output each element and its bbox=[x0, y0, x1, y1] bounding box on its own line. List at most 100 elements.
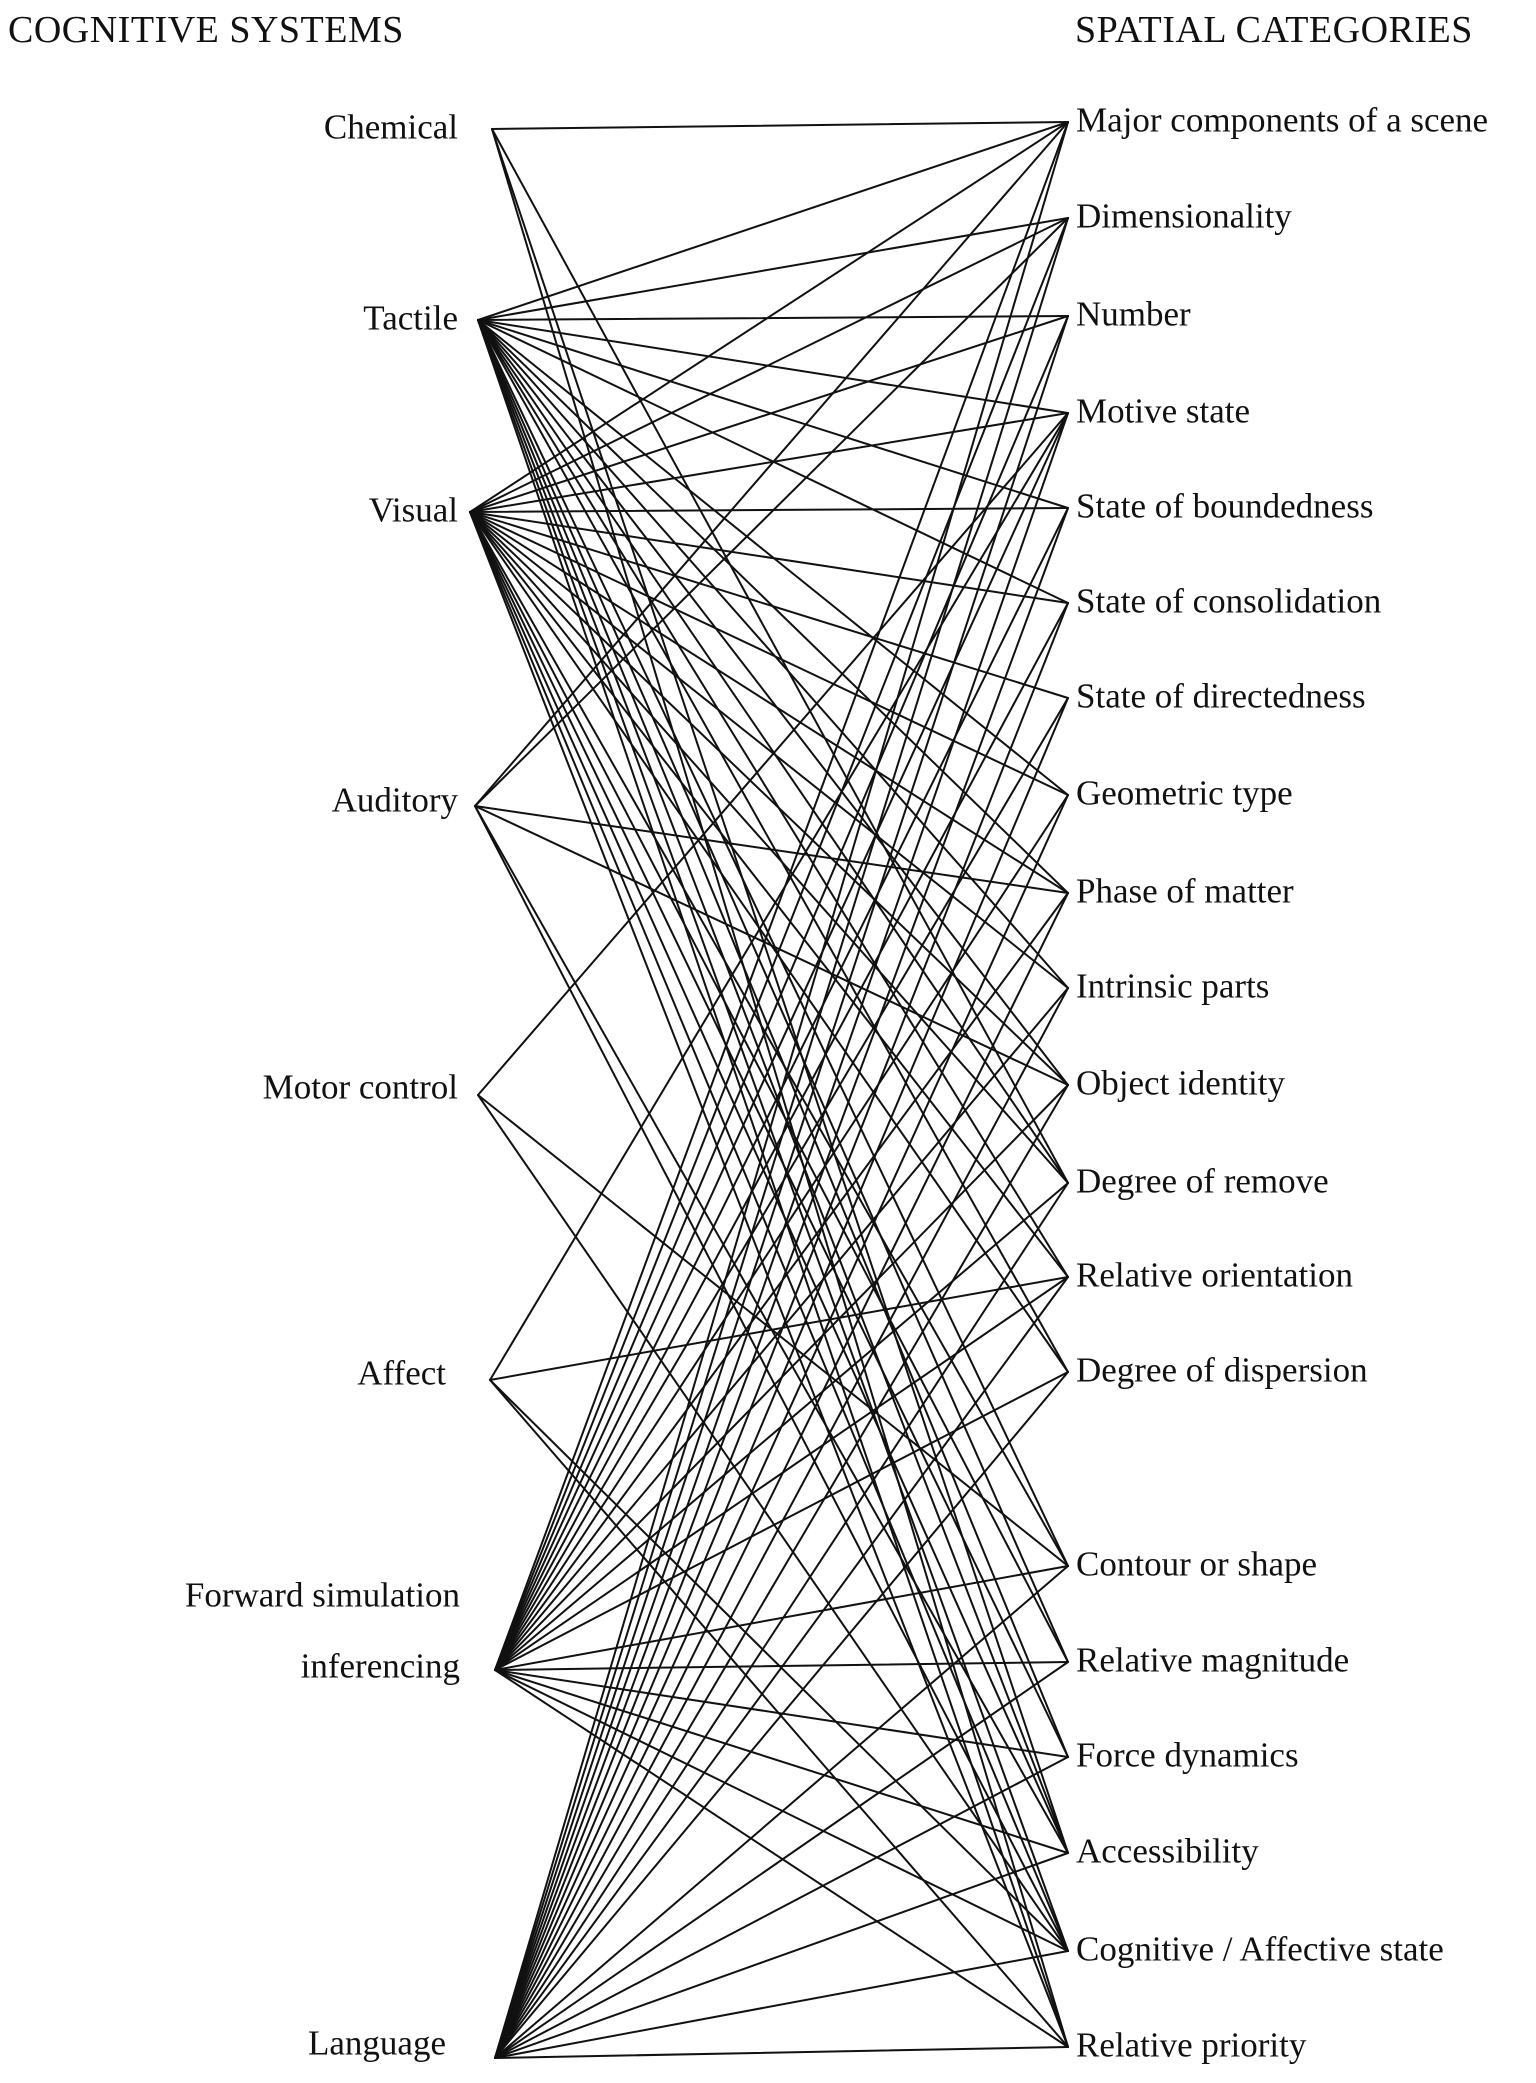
link-language-6 bbox=[494, 697, 1069, 2059]
link-visual-15 bbox=[469, 511, 1069, 1663]
link-tactile-9 bbox=[477, 319, 1069, 989]
link-language-1 bbox=[494, 217, 1069, 2059]
link-visual-1 bbox=[469, 217, 1069, 513]
link-visual-12 bbox=[469, 511, 1069, 1278]
link-visual-5 bbox=[469, 511, 1069, 604]
link-language-3 bbox=[494, 412, 1069, 2059]
spatial-category-1: Major components of a scene bbox=[1076, 100, 1489, 140]
spatial-category-17: Force dynamics bbox=[1076, 1735, 1299, 1775]
spatial-category-12: Degree of remove bbox=[1076, 1161, 1329, 1201]
link-visual-7 bbox=[469, 511, 1069, 796]
cognitive-system-visual: Visual bbox=[368, 490, 458, 530]
spatial-category-7: State of directedness bbox=[1076, 676, 1366, 716]
cognitive-system-motor: Motor control bbox=[262, 1067, 458, 1107]
cognitive-system-forward-line-1: Forward simulation bbox=[184, 1575, 460, 1615]
spatial-category-14: Degree of dispersion bbox=[1076, 1350, 1368, 1390]
cognitive-system-forward-line-2: inferencing bbox=[300, 1646, 460, 1686]
spatial-category-16: Relative magnitude bbox=[1076, 1640, 1350, 1680]
link-language-18 bbox=[494, 1950, 1069, 2059]
link-visual-11 bbox=[469, 511, 1069, 1184]
link-tactile-19 bbox=[477, 319, 1069, 2048]
link-motor-3 bbox=[477, 412, 1069, 1096]
link-auditory-18 bbox=[474, 805, 1069, 1952]
link-affect-12 bbox=[489, 1276, 1069, 1381]
link-auditory-10 bbox=[474, 805, 1069, 1086]
link-tactile-0 bbox=[477, 121, 1069, 321]
link-language-0 bbox=[494, 121, 1069, 2059]
spatial-category-2: Dimensionality bbox=[1076, 196, 1292, 236]
spatial-category-18: Accessibility bbox=[1076, 1831, 1259, 1871]
link-language-2 bbox=[494, 315, 1069, 2059]
link-visual-10 bbox=[469, 511, 1069, 1086]
spatial-category-6: State of consolidation bbox=[1076, 581, 1382, 621]
link-forward-14 bbox=[494, 1565, 1069, 1671]
spatial-category-19: Cognitive / Affective state bbox=[1076, 1929, 1444, 1969]
link-tactile-16 bbox=[477, 319, 1069, 1758]
link-visual-8 bbox=[469, 511, 1069, 894]
link-visual-2 bbox=[469, 315, 1069, 513]
link-visual-13 bbox=[469, 511, 1069, 1373]
link-language-14 bbox=[494, 1565, 1069, 2059]
cognitive-system-tactile: Tactile bbox=[363, 298, 458, 338]
link-language-13 bbox=[494, 1371, 1069, 2059]
link-language-5 bbox=[494, 602, 1069, 2059]
link-forward-19 bbox=[494, 1669, 1069, 2048]
cognitive-system-language: Language bbox=[308, 2023, 446, 2063]
link-language-10 bbox=[494, 1084, 1069, 2059]
link-language-11 bbox=[494, 1182, 1069, 2059]
link-language-15 bbox=[494, 1661, 1069, 2059]
link-tactile-12 bbox=[477, 319, 1069, 1278]
spatial-category-20: Relative priority bbox=[1076, 2025, 1307, 2065]
link-tactile-17 bbox=[477, 319, 1069, 1854]
spatial-category-5: State of boundedness bbox=[1076, 486, 1374, 526]
link-visual-19 bbox=[469, 511, 1069, 2048]
link-language-7 bbox=[494, 794, 1069, 2059]
link-tactile-15 bbox=[477, 319, 1069, 1663]
link-visual-17 bbox=[469, 511, 1069, 1854]
link-tactile-14 bbox=[477, 319, 1069, 1567]
spatial-category-8: Geometric type bbox=[1076, 773, 1293, 813]
link-visual-6 bbox=[469, 511, 1069, 699]
link-auditory-8 bbox=[474, 805, 1069, 894]
link-language-19 bbox=[494, 2046, 1069, 2059]
link-forward-2 bbox=[494, 315, 1069, 1671]
cognitive-system-affect: Affect bbox=[357, 1353, 446, 1393]
link-language-8 bbox=[494, 892, 1069, 2059]
spatial-category-10: Intrinsic parts bbox=[1076, 966, 1270, 1006]
link-visual-4 bbox=[469, 507, 1069, 513]
link-language-4 bbox=[494, 507, 1069, 2059]
link-chemical-17 bbox=[491, 128, 1069, 1854]
spatial-category-13: Relative orientation bbox=[1076, 1255, 1353, 1295]
cognitive-system-chemical: Chemical bbox=[323, 107, 458, 147]
link-visual-14 bbox=[469, 511, 1069, 1567]
link-auditory-1 bbox=[474, 217, 1069, 807]
link-forward-18 bbox=[494, 1669, 1069, 1952]
spatial-category-9: Phase of matter bbox=[1076, 871, 1294, 911]
link-visual-9 bbox=[469, 511, 1069, 989]
link-forward-0 bbox=[494, 121, 1069, 1671]
link-language-12 bbox=[494, 1276, 1069, 2059]
link-forward-3 bbox=[494, 412, 1069, 1671]
link-visual-0 bbox=[469, 121, 1069, 513]
link-tactile-2 bbox=[477, 315, 1069, 321]
spatial-category-11: Object identity bbox=[1076, 1063, 1285, 1103]
link-language-9 bbox=[494, 987, 1069, 2059]
link-visual-18 bbox=[469, 511, 1069, 1952]
spatial-category-3: Number bbox=[1076, 294, 1191, 334]
link-language-16 bbox=[494, 1756, 1069, 2059]
link-forward-1 bbox=[494, 217, 1069, 1671]
cognitive-system-auditory: Auditory bbox=[331, 780, 458, 820]
link-forward-17 bbox=[494, 1669, 1069, 1854]
link-visual-3 bbox=[469, 412, 1069, 513]
link-auditory-0 bbox=[474, 121, 1069, 807]
link-affect-3 bbox=[489, 412, 1069, 1381]
left-column-title: COGNITIVE SYSTEMS bbox=[8, 9, 404, 51]
link-chemical-0 bbox=[491, 121, 1069, 130]
link-tactile-3 bbox=[477, 319, 1069, 414]
spatial-category-4: Motive state bbox=[1076, 391, 1250, 431]
right-column-title: SPATIAL CATEGORIES bbox=[1075, 9, 1473, 51]
link-tactile-10 bbox=[477, 319, 1069, 1086]
link-tactile-4 bbox=[477, 319, 1069, 509]
